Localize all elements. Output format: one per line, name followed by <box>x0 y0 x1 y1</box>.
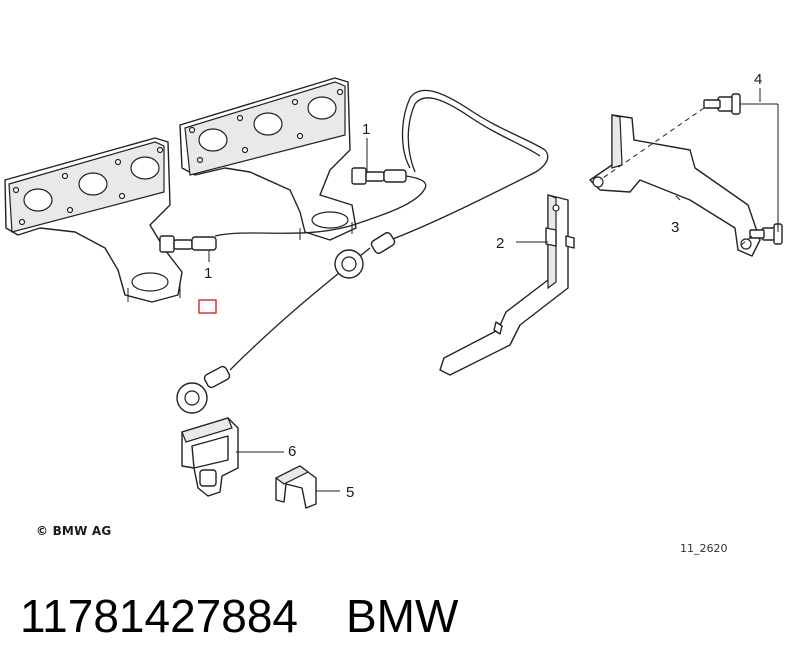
part-caption: 11781427884 BMW <box>20 586 458 646</box>
cable-clip-part-6 <box>181 417 239 497</box>
exhaust-manifold-rear <box>179 77 357 241</box>
callout-1-lower: 1 <box>204 265 212 282</box>
bolt-part-4-lower <box>749 223 783 245</box>
oxygen-sensor-upper <box>214 167 427 237</box>
bracket-part-3 <box>589 114 761 257</box>
drawing-code: 11_2620 <box>680 542 728 555</box>
callout-3: 3 <box>671 219 679 236</box>
clamp-part-5 <box>274 465 317 509</box>
exhaust-manifold-front <box>4 137 183 303</box>
callout-4: 4 <box>754 71 762 88</box>
callout-6: 6 <box>288 443 296 460</box>
copyright-notice: © BMW AG <box>36 524 112 538</box>
brand-name: BMW <box>346 590 459 642</box>
bracket-part-2 <box>439 194 575 376</box>
parts-diagram: 1 1 2 3 4 5 6 <box>4 71 783 509</box>
part-number: 11781427884 <box>20 590 298 642</box>
cable-connector-lower <box>176 365 231 414</box>
oxygen-sensor-lower <box>159 235 217 253</box>
sensor-cable <box>176 89 549 414</box>
bolt-part-4-upper <box>703 93 741 115</box>
callout-1-upper: 1 <box>362 121 370 138</box>
callout-5: 5 <box>346 484 354 501</box>
highlight-marker <box>198 299 217 314</box>
callout-2: 2 <box>496 235 504 252</box>
cable-connector-upper <box>334 232 396 279</box>
